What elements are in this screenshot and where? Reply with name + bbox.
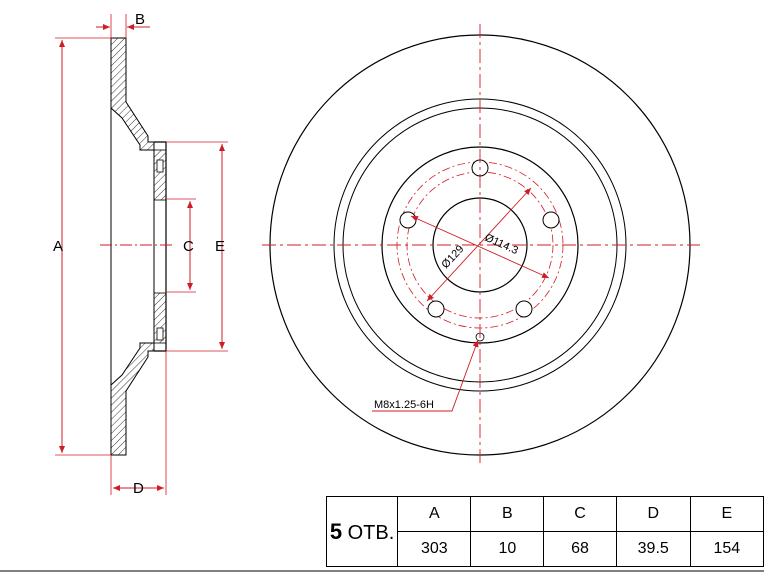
bolt-holes [399, 159, 560, 318]
disc-section-lower [110, 342, 155, 456]
header-c: C [543, 496, 617, 532]
thread-callout: M8x1.25-6H [374, 399, 434, 411]
hub-circle-callout: Ø129 [439, 243, 466, 271]
value-c: 68 [543, 531, 617, 567]
holes-count: 5 [329, 518, 343, 544]
dim-d-label: D [133, 480, 144, 497]
dim-c-label: C [183, 238, 194, 255]
value-b: 10 [470, 531, 545, 567]
header-d: D [615, 496, 691, 532]
header-b: B [470, 496, 545, 532]
dim-a-label: A [53, 238, 63, 255]
value-d: 39.5 [615, 531, 691, 567]
front-view: Ø114.3 Ø129 M8x1.25-6H [262, 24, 700, 466]
value-e: 154 [689, 531, 764, 567]
bolt-hole-upper [156, 159, 164, 173]
spec-header-row: 5 ОТВ. A B C D E [325, 496, 764, 567]
bolt-hole-4 [427, 300, 445, 318]
value-a: 303 [397, 531, 472, 567]
spec-table: 5 ОТВ. A B C D E 303 10 68 39.5 154 [325, 496, 764, 567]
disc-section-upper [110, 37, 155, 151]
bolt-hole-lower [156, 327, 164, 341]
bolt-circle-callout: Ø114.3 [483, 232, 520, 257]
header-e: E [689, 496, 764, 532]
hub-face-hatch-top [153, 149, 167, 201]
thread-leader [372, 339, 479, 412]
side-section-view: A B C E D [53, 11, 228, 497]
header-a: A [397, 496, 472, 532]
bolt-hole-3 [515, 300, 533, 318]
hub-circle-leader [426, 187, 532, 302]
holes-unit: ОТВ. [347, 521, 395, 544]
dim-e-label: E [215, 238, 225, 255]
dim-b-label: B [135, 11, 145, 28]
holes-cell: 5 ОТВ. [325, 496, 399, 567]
bolt-hole-2 [542, 211, 560, 229]
hub-face [154, 141, 167, 352]
bolt-hole-5 [399, 211, 417, 229]
spec-value-row: 303 10 68 39.5 154 [327, 531, 764, 567]
